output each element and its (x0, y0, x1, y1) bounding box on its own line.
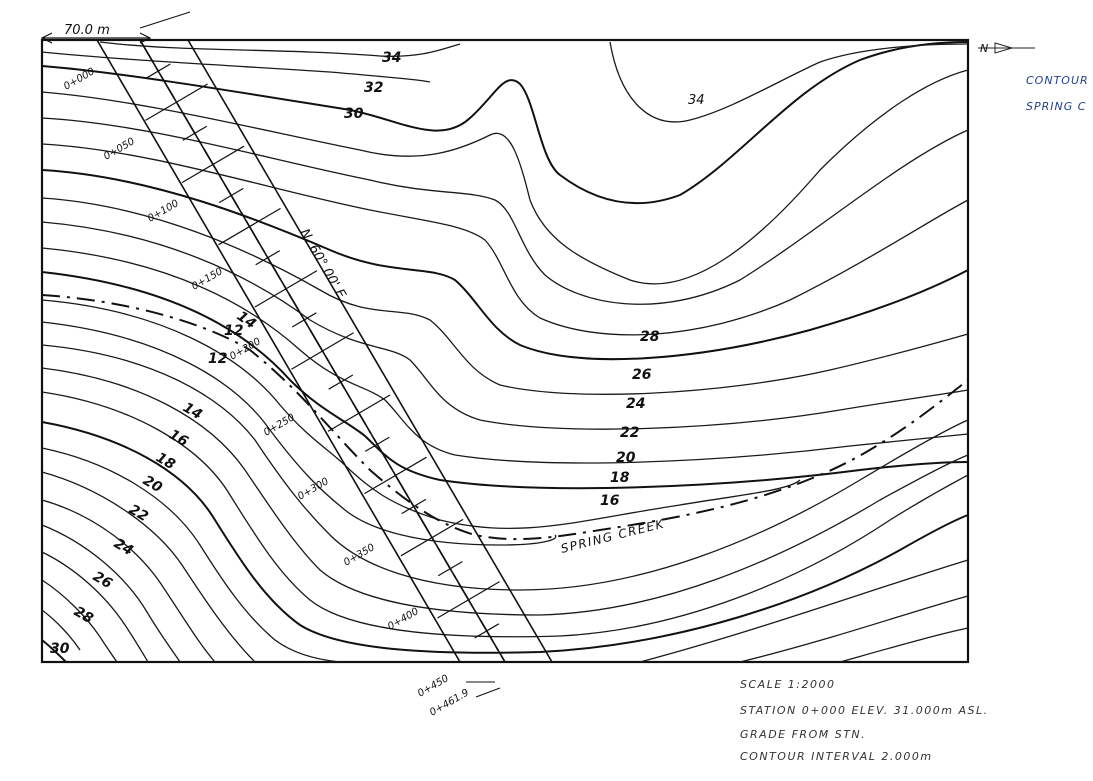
contour-label: 20 (140, 473, 165, 497)
contour-label: 20 (616, 450, 636, 466)
contour-label: 30 (50, 641, 70, 657)
station-tick (218, 187, 244, 204)
side-note-line-2: SPRING C (1026, 100, 1086, 113)
station-label: 0+300 (296, 476, 331, 502)
station-tick (145, 63, 171, 79)
contour-label: 18 (153, 450, 178, 474)
contour-label: 24 (626, 396, 645, 412)
note-grade: GRADE FROM STN. (740, 728, 866, 741)
note-station-elevation: STATION 0+000 ELEV. 31.000m ASL. (740, 704, 989, 717)
road-corridor (96, 39, 553, 663)
contour-labels: 34 32 30 34 28 26 24 22 20 18 16 14 12 1… (50, 50, 705, 657)
north-arrow-label: N (980, 42, 988, 55)
bearing-label: N. 60° 00' E. (297, 227, 351, 305)
contour-label: 14 (180, 400, 205, 424)
station-tick (437, 581, 500, 619)
contour-label: 28 (640, 329, 660, 345)
contour-label: 26 (632, 367, 652, 383)
station-tick (182, 125, 208, 141)
contours-south (41, 344, 969, 663)
contour-label: 12 (208, 351, 227, 367)
station-label: 0+050 (102, 136, 137, 162)
contour-label: 12 (224, 323, 243, 339)
station-label: 0+250 (262, 412, 297, 438)
station-label: 0+350 (342, 542, 377, 568)
contour-label: 16 (166, 427, 191, 451)
contour-label: 18 (610, 470, 630, 486)
station-tick (400, 518, 464, 557)
note-contour-interval: CONTOUR INTERVAL 2.000m (740, 750, 933, 763)
station-tick (437, 561, 463, 577)
station-ticks (145, 63, 500, 639)
station-labels: 0+000 0+050 0+100 0+150 0+200 0+250 0+30… (62, 66, 501, 719)
contour-label: 34 (688, 93, 705, 108)
station-tick (364, 436, 390, 452)
contours-north (41, 41, 969, 546)
station-tick (291, 312, 317, 328)
station-tick (255, 250, 281, 266)
scale-bar-label: 70.0 m (64, 23, 110, 38)
station-tick (145, 83, 208, 121)
drawing-notes: SCALE 1:2000 STATION 0+000 ELEV. 31.000m… (740, 678, 989, 763)
station-label: 0+400 (386, 606, 421, 632)
north-arrow-icon (978, 42, 1035, 54)
contour-label: 30 (344, 106, 364, 122)
contour-label: 16 (600, 493, 620, 509)
station-tick (181, 145, 245, 184)
station-tick (254, 270, 318, 308)
spring-creek (41, 294, 969, 541)
contour-label: 34 (382, 50, 401, 66)
station-tick (291, 332, 354, 370)
side-note-line-1: CONTOUR (1026, 74, 1089, 87)
station-tick (401, 498, 427, 515)
scale-bar (40, 11, 191, 44)
contour-label: 24 (111, 536, 136, 560)
note-scale: SCALE 1:2000 (740, 678, 835, 691)
map-frame (40, 38, 970, 664)
station-tick (328, 374, 354, 390)
station-label: 0+450 (416, 673, 451, 699)
station-tick (327, 394, 391, 432)
contour-label: 32 (364, 80, 383, 96)
station-tick (364, 456, 427, 495)
contour-label: 22 (126, 502, 151, 526)
contour-label: 22 (620, 425, 639, 441)
station-tick (218, 207, 281, 246)
station-tick (474, 623, 500, 639)
station-label: 0+150 (190, 266, 225, 292)
